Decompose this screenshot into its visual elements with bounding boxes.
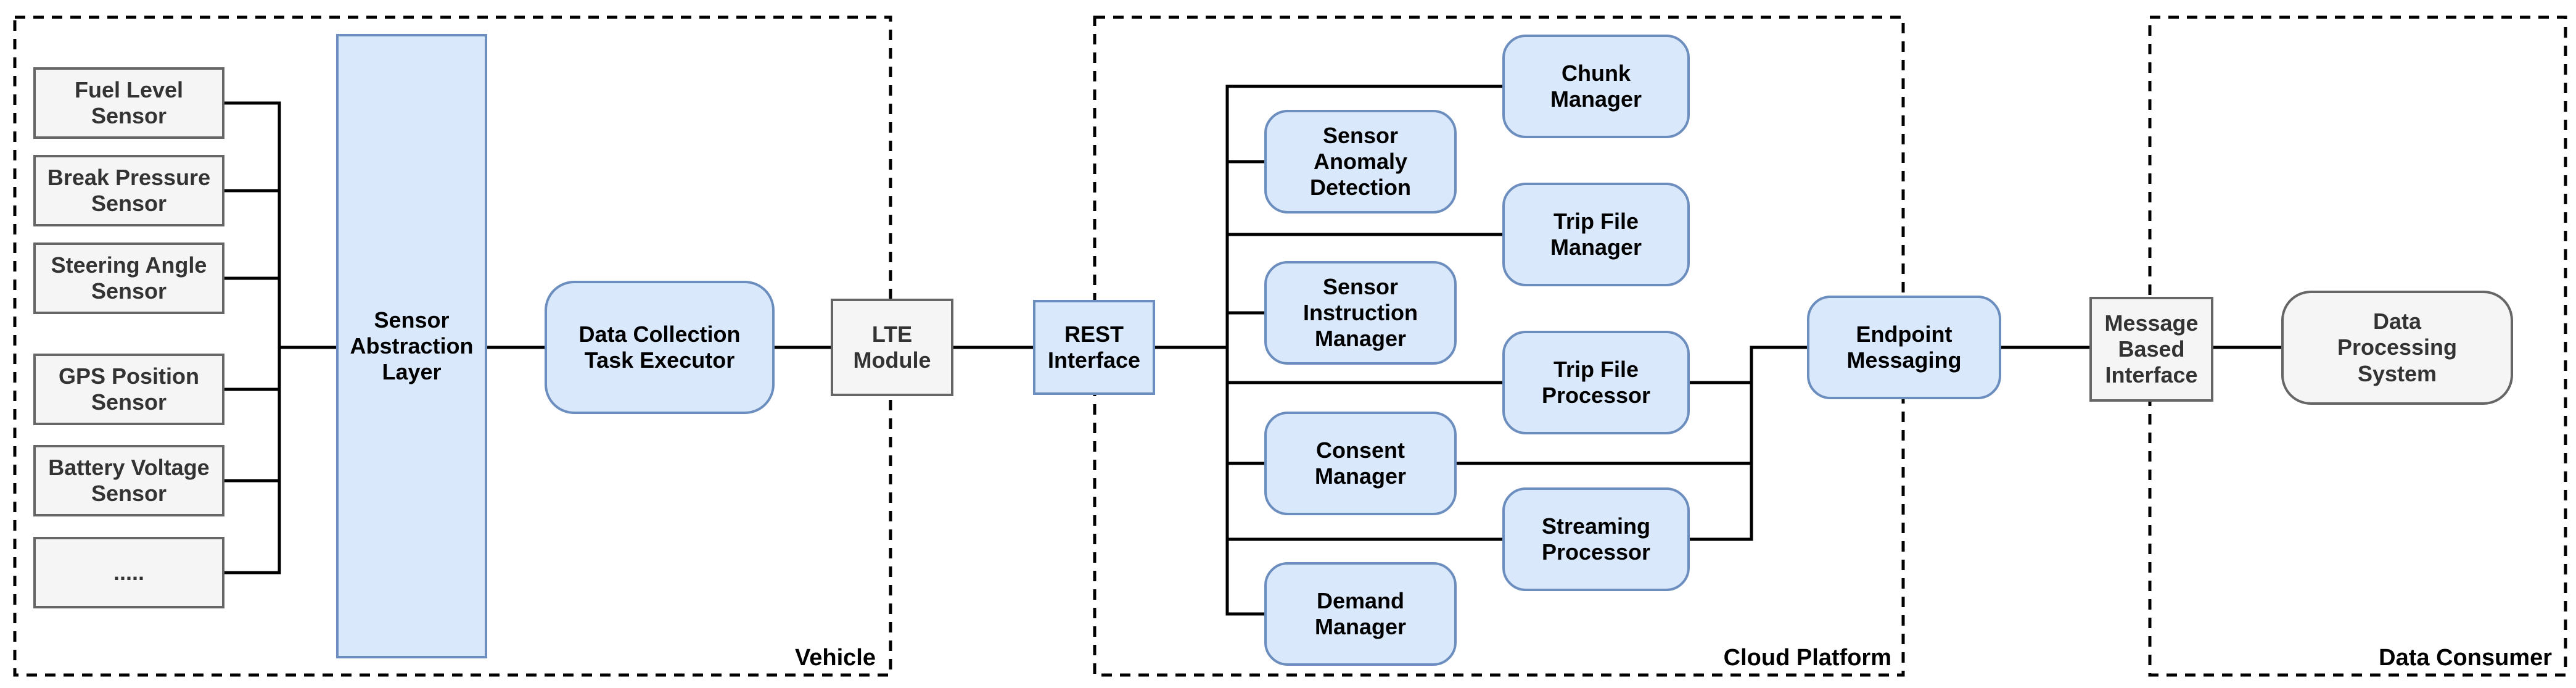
cloud-platform-region-label: Cloud Platform xyxy=(1723,645,1891,671)
node-streaming-processor: Streaming Processor xyxy=(1502,487,1690,591)
node-steering-angle-sensor-label: Steering Angle Sensor xyxy=(51,252,207,304)
node-battery-voltage-sensor: Battery Voltage Sensor xyxy=(33,445,224,516)
node-chunk-manager-label: Chunk Manager xyxy=(1550,60,1642,112)
node-battery-voltage-sensor-label: Battery Voltage Sensor xyxy=(48,454,210,506)
node-endpoint-messaging: Endpoint Messaging xyxy=(1807,296,2001,399)
node-fuel-level-sensor-label: Fuel Level Sensor xyxy=(74,77,184,128)
node-trip-file-processor: Trip File Processor xyxy=(1502,331,1690,434)
node-break-pressure-sensor: Break Pressure Sensor xyxy=(33,155,224,226)
node-sensor-abstraction-layer: Sensor Abstraction Layer xyxy=(336,34,487,658)
node-fuel-level-sensor: Fuel Level Sensor xyxy=(33,67,224,139)
node-gps-position-sensor: GPS Position Sensor xyxy=(33,354,224,425)
node-rest-interface-label: REST Interface xyxy=(1047,321,1141,373)
node-break-pressure-sensor-label: Break Pressure Sensor xyxy=(47,164,211,216)
node-lte-module: LTE Module xyxy=(831,299,953,396)
node-consent-manager: Consent Manager xyxy=(1264,412,1457,515)
node-streaming-processor-label: Streaming Processor xyxy=(1541,513,1651,565)
node-lte-module-label: LTE Module xyxy=(853,321,931,373)
node-chunk-manager: Chunk Manager xyxy=(1502,35,1690,138)
node-rest-interface: REST Interface xyxy=(1033,300,1155,395)
node-message-based-interface-label: Message Based Interface xyxy=(2104,310,2199,388)
node-gps-position-sensor-label: GPS Position Sensor xyxy=(58,363,200,415)
node-more-sensors-label: ..... xyxy=(113,559,144,585)
node-demand-manager: Demand Manager xyxy=(1264,562,1457,666)
node-sensor-abstraction-layer-label: Sensor Abstraction Layer xyxy=(350,307,474,385)
node-data-collection-task-executor-label: Data Collection Task Executor xyxy=(578,321,741,373)
node-message-based-interface: Message Based Interface xyxy=(2089,297,2213,402)
data-consumer-region-label: Data Consumer xyxy=(2379,645,2552,671)
node-trip-file-processor-label: Trip File Processor xyxy=(1541,356,1651,408)
vehicle-region-label: Vehicle xyxy=(795,645,876,671)
node-consent-manager-label: Consent Manager xyxy=(1314,437,1407,489)
node-sensor-instruction-manager-label: Sensor Instruction Manager xyxy=(1303,273,1418,352)
node-data-processing-system-label: Data Processing System xyxy=(2337,309,2458,386)
node-more-sensors: ..... xyxy=(33,537,224,608)
node-endpoint-messaging-label: Endpoint Messaging xyxy=(1846,321,1962,373)
node-steering-angle-sensor: Steering Angle Sensor xyxy=(33,242,224,314)
node-demand-manager-label: Demand Manager xyxy=(1314,587,1407,639)
node-trip-file-manager: Trip File Manager xyxy=(1502,183,1690,286)
node-data-processing-system: Data Processing System xyxy=(2281,291,2513,405)
node-sensor-instruction-manager: Sensor Instruction Manager xyxy=(1264,261,1457,365)
node-trip-file-manager-label: Trip File Manager xyxy=(1550,208,1642,260)
node-data-collection-task-executor: Data Collection Task Executor xyxy=(545,281,775,414)
node-sensor-anomaly-detection-label: Sensor Anomaly Detection xyxy=(1309,122,1412,201)
node-sensor-anomaly-detection: Sensor Anomaly Detection xyxy=(1264,110,1457,213)
